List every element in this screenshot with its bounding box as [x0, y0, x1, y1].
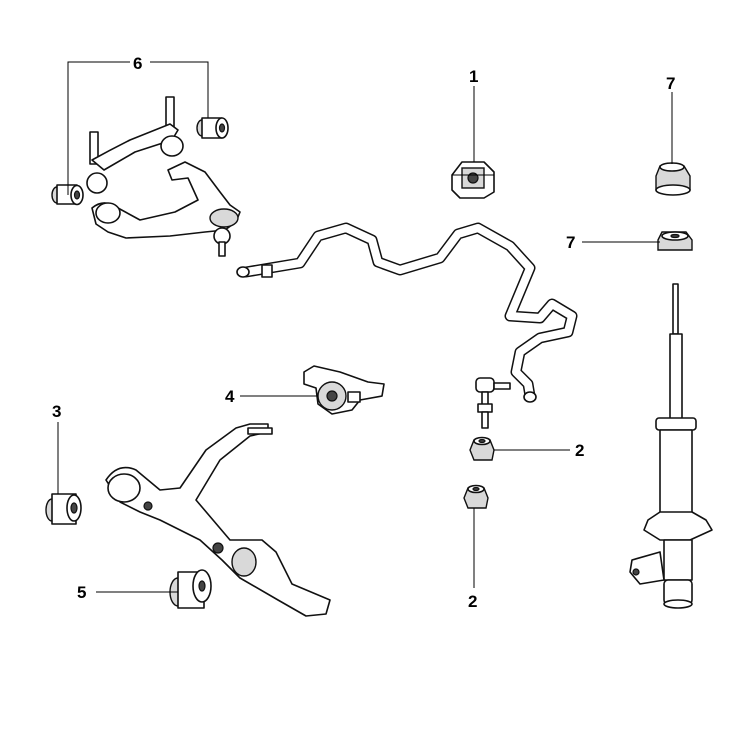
strut-mount-7-lower	[657, 231, 693, 251]
link-bushing-2-upper	[469, 436, 495, 461]
callout-5: 5	[77, 583, 86, 602]
callout-2-lower: 2	[468, 592, 477, 611]
bushing-5	[169, 569, 212, 609]
stabilizer-bar	[236, 222, 578, 403]
bushing-6-left	[51, 184, 84, 206]
callout-3: 3	[52, 402, 61, 421]
bushing-6-right	[196, 117, 229, 139]
lower-control-arm	[105, 423, 331, 617]
callout-4: 4	[225, 387, 235, 406]
callout-7-lower: 7	[566, 233, 575, 252]
callout-1: 1	[469, 67, 478, 86]
callout-7-upper: 7	[666, 74, 675, 93]
stabilizer-bushing-1	[451, 161, 495, 199]
leader-lines	[57, 61, 673, 593]
stabilizer-link	[475, 377, 511, 429]
strut-mount-7-upper	[655, 162, 691, 196]
link-bushing-2-lower	[463, 484, 489, 509]
callout-2-upper: 2	[575, 441, 584, 460]
callout-6: 6	[133, 54, 142, 73]
shock-absorber	[629, 283, 713, 609]
bushing-3	[45, 493, 82, 525]
upper-control-arm	[86, 96, 241, 257]
compliance-bushing-4	[303, 365, 385, 415]
